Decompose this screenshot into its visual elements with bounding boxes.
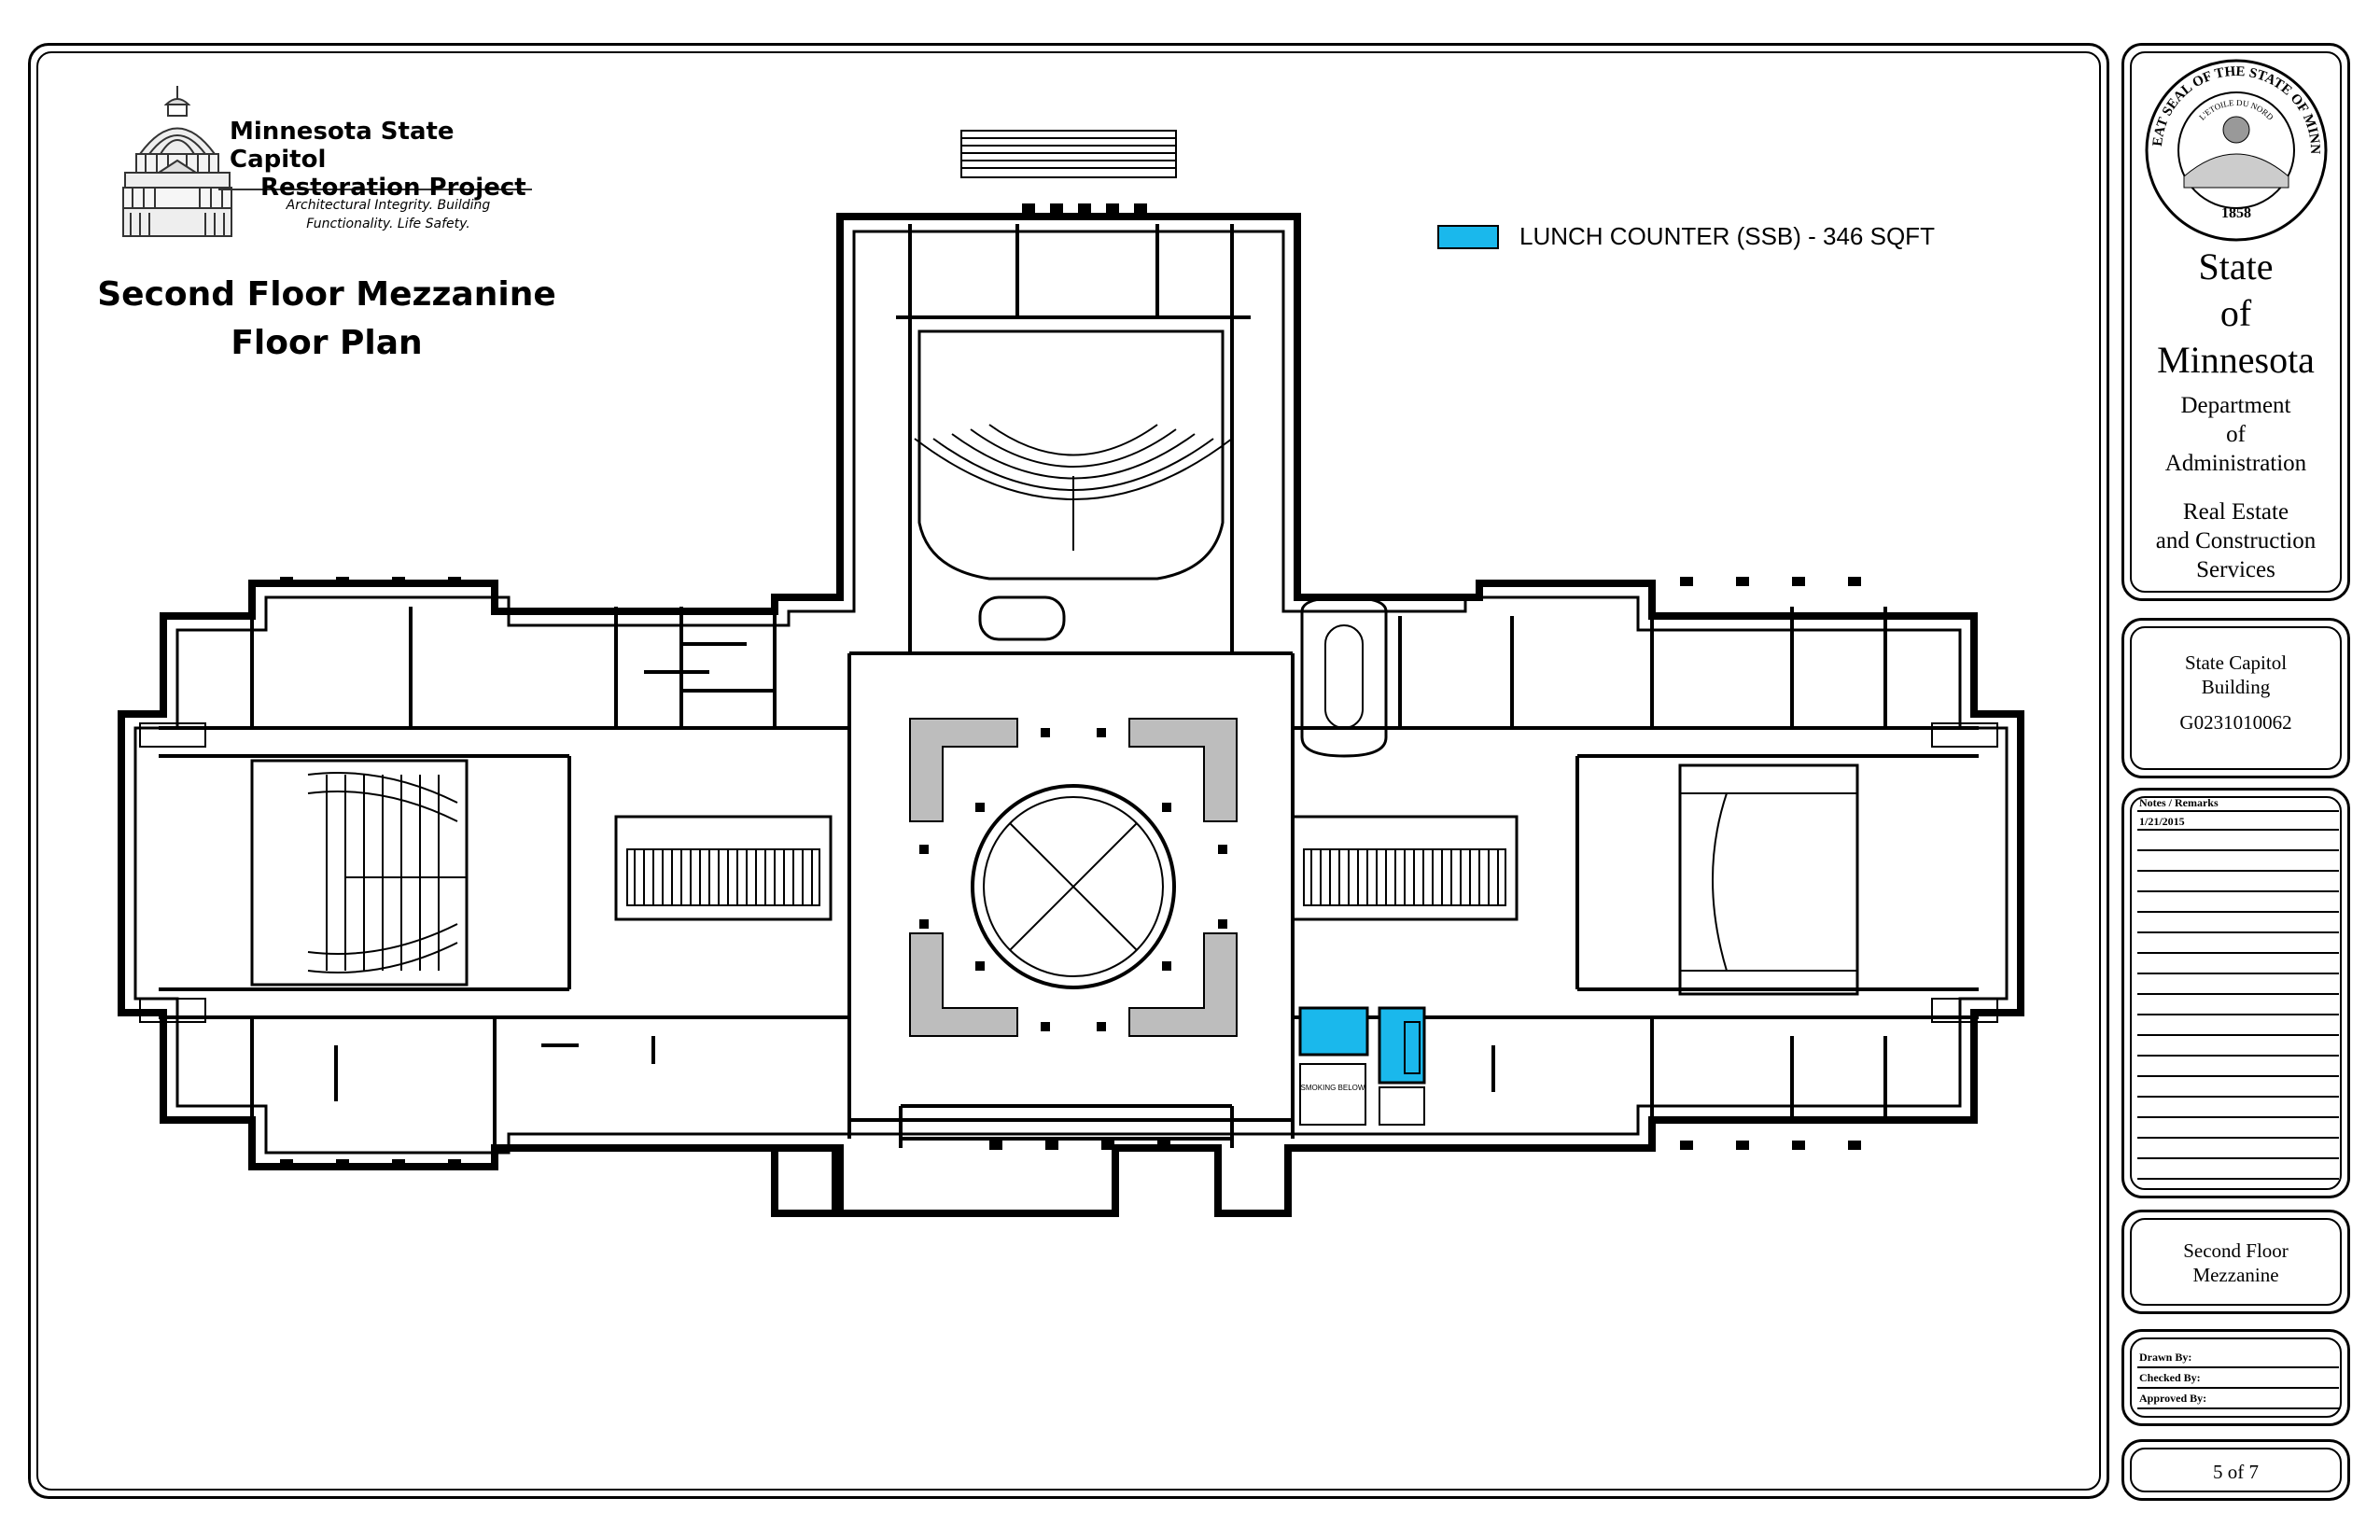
lunch-counter-rooms — [1298, 1006, 1426, 1126]
building-number: G0231010062 — [2179, 711, 2292, 734]
building-outline — [118, 213, 2024, 1217]
legend: LUNCH COUNTER (SSB) - 346 SQFT — [1437, 222, 1935, 251]
seal-year: 1858 — [2221, 205, 2251, 221]
spiral-stair — [1300, 595, 1388, 758]
title-block-building: State Capitol Building G0231010062 — [2121, 618, 2350, 778]
legend-swatch — [1437, 224, 1499, 249]
drawing-title-line2: Floor Plan — [231, 324, 423, 362]
div-line1: Real Estate — [2182, 499, 2289, 525]
div-line3: Services — [2196, 557, 2275, 582]
dept-line3: Administration — [2164, 451, 2307, 476]
tagline-line1: Architectural Integrity. Building — [286, 198, 491, 213]
drawing-title-line1: Second Floor Mezzanine — [97, 275, 556, 314]
portico-steps — [960, 130, 1177, 178]
interior-walls — [159, 224, 1979, 1148]
signature-lines — [2137, 1366, 2339, 1409]
title-block-notes: Notes / Remarks 1/21/2015 — [2121, 788, 2350, 1198]
state-seal-icon: THE GREAT SEAL OF THE STATE OF MINNESOTA… — [2143, 57, 2328, 242]
window-marks — [280, 203, 1861, 1169]
state-line3: Minnesota — [2157, 339, 2315, 381]
drawing-title: Second Floor Mezzanine Floor Plan — [93, 271, 560, 368]
drawing-frame — [28, 43, 2109, 1499]
project-tagline: Architectural Integrity. Building Functi… — [267, 196, 510, 233]
sheet-title-line1: Second Floor — [2183, 1239, 2289, 1262]
dept-line1: Department — [2180, 393, 2291, 418]
project-name-line2: Restoration Project — [260, 174, 526, 202]
title-block-sheet-number: 5 of 7 — [2121, 1439, 2350, 1501]
notes-label: Notes / Remarks — [2139, 796, 2219, 809]
north-chamber — [914, 329, 1233, 641]
state-line2: of — [2219, 292, 2252, 334]
notes-date: 1/21/2015 — [2139, 815, 2185, 828]
department-name: Department of Administration — [2124, 391, 2347, 478]
notes-lines — [2137, 810, 2339, 1180]
div-line2: and Construction — [2155, 528, 2317, 553]
state-name: State of Minnesota — [2124, 244, 2347, 384]
east-grand-stair — [1291, 815, 1519, 921]
building-line1: State Capitol — [2184, 651, 2288, 674]
dept-line2: of — [2226, 422, 2246, 447]
checked-by-label: Checked By: — [2139, 1371, 2201, 1384]
project-name: Minnesota State Capitol Restoration Proj… — [230, 118, 538, 202]
title-block-header: THE GREAT SEAL OF THE STATE OF MINNESOTA… — [2121, 43, 2350, 601]
project-name-line1: Minnesota State Capitol — [230, 118, 455, 174]
west-chamber — [250, 759, 469, 987]
sheet-title-line2: Mezzanine — [2192, 1264, 2279, 1286]
sheet-number: 5 of 7 — [2213, 1461, 2259, 1483]
title-block-signatures: Drawn By: Checked By: Approved By: — [2121, 1329, 2350, 1426]
plan-stair-note: SMOKING BELOW — [1301, 1084, 1365, 1092]
approved-by-label: Approved By: — [2139, 1392, 2207, 1405]
east-chamber — [1678, 763, 1859, 996]
west-grand-stair — [614, 815, 833, 921]
division-name: Real Estate and Construction Services — [2124, 497, 2347, 584]
building-line2: Building — [2201, 676, 2271, 698]
end-stairs — [139, 722, 1998, 1023]
state-line1: State — [2198, 245, 2274, 287]
rotunda — [909, 718, 1238, 1037]
capitol-dome-logo — [122, 86, 232, 237]
legend-label: LUNCH COUNTER (SSB) - 346 SQFT — [1519, 222, 1935, 250]
drawn-by-label: Drawn By: — [2139, 1351, 2192, 1364]
title-block-sheet-title: Second Floor Mezzanine — [2121, 1210, 2350, 1314]
tagline-line2: Functionality. Life Safety. — [306, 217, 470, 231]
